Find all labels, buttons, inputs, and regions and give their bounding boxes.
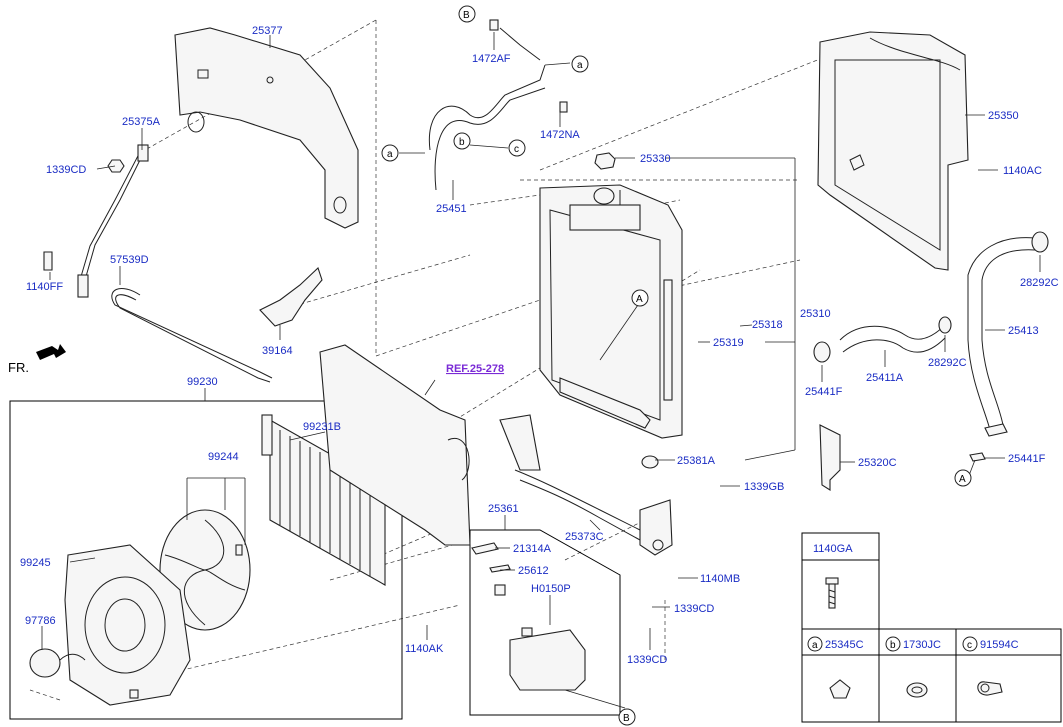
- hose-25413: [967, 231, 1049, 462]
- radiator-25310: [539, 184, 683, 439]
- label-21314A: 21314A: [513, 543, 552, 555]
- svg-text:A: A: [959, 474, 966, 485]
- hose-25411A: [813, 316, 952, 363]
- front-arrow-icon: [36, 344, 66, 360]
- cap-25330: [594, 152, 616, 170]
- label-28292C-mid: 28292C: [928, 357, 967, 369]
- svg-text:a: a: [387, 149, 393, 160]
- label-25441F-left: 25441F: [805, 386, 843, 398]
- bolt-icon: [825, 577, 839, 609]
- front-direction-label: FR.: [8, 360, 29, 375]
- svg-text:a: a: [812, 640, 818, 651]
- svg-text:B: B: [463, 10, 470, 21]
- callout-a-left: a: [381, 144, 399, 162]
- parts-legend-table: 1140GA a 25345C b 1730JC c 91594C: [801, 532, 1062, 723]
- reference-link[interactable]: REF.25-278: [446, 363, 504, 375]
- label-99231B: 99231B: [303, 421, 341, 433]
- label-25350: 25350: [988, 110, 1019, 122]
- label-25373C: 25373C: [565, 531, 604, 543]
- label-25375A: 25375A: [122, 116, 161, 128]
- condenser-fins: [279, 430, 371, 576]
- legend-a-code: 25345C: [825, 639, 864, 651]
- frame-side: [319, 344, 471, 546]
- label-25330: 25330: [640, 153, 671, 165]
- svg-text:b: b: [459, 137, 465, 148]
- svg-text:b: b: [890, 640, 896, 651]
- label-25310: 25310: [800, 308, 831, 320]
- reservoir-group-25361: [469, 529, 621, 716]
- label-1472AF: 1472AF: [472, 53, 511, 65]
- svg-text:B: B: [623, 713, 630, 724]
- label-25319: 25319: [713, 337, 744, 349]
- legend-b-code: 1730JC: [903, 639, 941, 651]
- label-25320C: 25320C: [858, 457, 897, 469]
- front-direction-indicator: FR.: [8, 344, 66, 375]
- label-1140AK: 1140AK: [405, 643, 444, 655]
- shroud-25350: [817, 31, 969, 271]
- legend-c: c 91594C: [962, 636, 1019, 696]
- label-1140MB: 1140MB: [700, 573, 740, 585]
- label-H0150P: H0150P: [531, 583, 571, 595]
- label-25411A: 25411A: [866, 372, 904, 384]
- label-25413: 25413: [1008, 325, 1039, 337]
- bar-57539D: [111, 287, 273, 383]
- label-1339CD-lower: 1339CD: [627, 654, 667, 666]
- label-1339CD-mid: 1339CD: [674, 603, 714, 615]
- legend-a: a 25345C: [807, 636, 864, 699]
- plate-25320C: [819, 424, 841, 491]
- callouts: B a a b c A A B: [381, 5, 972, 726]
- callout-B-top: B: [458, 5, 476, 23]
- label-1140AC: 1140AC: [1003, 165, 1042, 177]
- condenser-assembly-box-99230: [9, 400, 403, 720]
- svg-text:c: c: [967, 640, 972, 651]
- callout-a-right: a: [571, 55, 589, 73]
- svg-text:a: a: [577, 60, 583, 71]
- label-39164: 39164: [262, 345, 293, 357]
- svg-text:A: A: [636, 294, 643, 305]
- legend-b: b 1730JC: [885, 636, 941, 698]
- label-25441F-right: 25441F: [1008, 453, 1046, 465]
- label-25361: 25361: [488, 503, 519, 515]
- hose-25451: [428, 19, 568, 191]
- label-1339GB: 1339GB: [744, 481, 784, 493]
- label-99245: 99245: [20, 557, 51, 569]
- svg-text:c: c: [514, 144, 519, 155]
- label-97786: 97786: [25, 615, 56, 627]
- label-25612: 25612: [518, 565, 549, 577]
- callout-A-radiator: A: [631, 289, 649, 307]
- callout-c: c: [508, 139, 526, 157]
- stay-rod-25375A: [43, 144, 149, 298]
- label-1339CD-upper: 1339CD: [46, 164, 86, 176]
- label-28292C-right: 28292C: [1020, 277, 1059, 289]
- label-57539D: 57539D: [110, 254, 149, 266]
- label-25318: 25318: [752, 319, 783, 331]
- grommet-icon: [906, 682, 928, 698]
- callout-A-hose: A: [954, 469, 972, 487]
- label-99230: 99230: [187, 376, 218, 388]
- label-25377: 25377: [252, 25, 283, 37]
- legend-1140GA: 1140GA: [813, 543, 853, 555]
- callout-B-bottom: B: [618, 708, 636, 726]
- support-25373C: [499, 414, 673, 556]
- label-1472NA: 1472NA: [540, 129, 580, 141]
- label-25381A: 25381A: [677, 455, 716, 467]
- bracket-39164: [259, 267, 323, 327]
- label-25451: 25451: [436, 203, 467, 215]
- callout-b: b: [453, 132, 471, 150]
- part-labels: 25377 25375A 1339CD 1140FF 57539D 39164 …: [20, 25, 1059, 666]
- clip-icon: [829, 679, 851, 699]
- label-1140FF: 1140FF: [26, 281, 63, 293]
- upper-bracket-25377: [174, 27, 359, 229]
- label-99244: 99244: [208, 451, 239, 463]
- legend-c-code: 91594C: [980, 639, 1019, 651]
